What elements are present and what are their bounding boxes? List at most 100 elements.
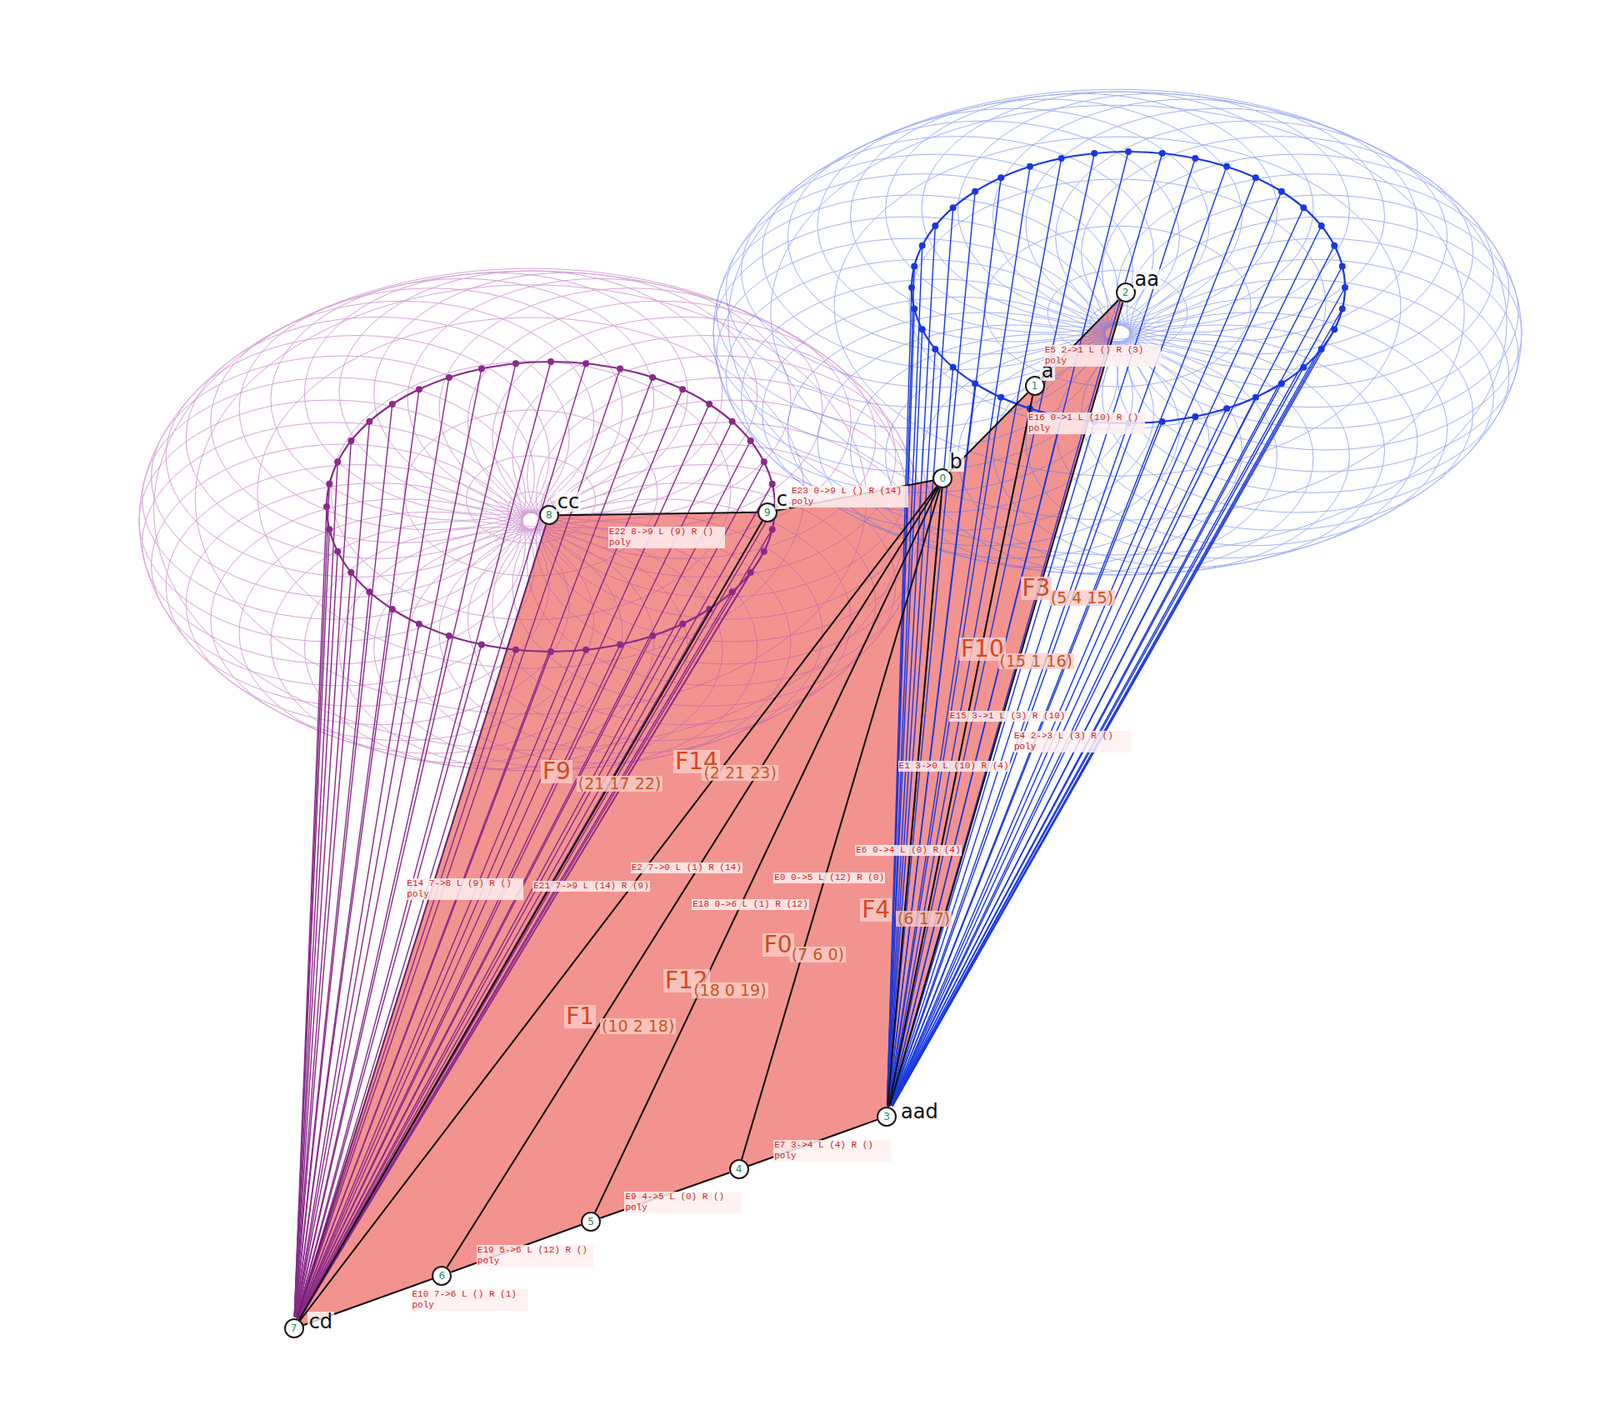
fan-line (891, 416, 1196, 1106)
face-indices: (5 4 15) (1049, 590, 1115, 606)
red-polygon (294, 292, 1126, 1329)
fan-line (889, 153, 1095, 1105)
vertex-circle: 9c (757, 502, 778, 523)
face-name: F4 (860, 898, 892, 922)
edge-label: E14 7->8 L (9) R () poly (405, 878, 524, 900)
ring-ellipse (911, 151, 1345, 424)
vertex-number: 0 (940, 473, 947, 484)
torus-parallel (195, 285, 866, 715)
torus-parallel (1047, 270, 1188, 355)
fan-line (892, 349, 1322, 1106)
fan-line (298, 377, 654, 1318)
vertex-number: 4 (735, 1164, 743, 1175)
vertex-circle: 6 (431, 1265, 452, 1286)
fan-line (890, 423, 1129, 1105)
fan-line (892, 329, 1335, 1106)
torus-meridian (1025, 108, 1418, 342)
face-indices: (21 17 22) (576, 775, 663, 792)
fan-line (890, 177, 1256, 1105)
edge-label: E5 2->1 L () R (3) poly (1044, 345, 1162, 367)
vertex-number: 7 (290, 1323, 298, 1334)
fan-line (891, 245, 1335, 1107)
vertex-number: 1 (1031, 380, 1039, 391)
torus-meridian (993, 334, 1385, 568)
vertex-number: 5 (587, 1216, 595, 1227)
fan-line (297, 363, 586, 1318)
torus-meridian (725, 259, 1118, 493)
edge-label: E15 3->1 L (3) R (10) (949, 710, 1067, 722)
edge-label: E10 7->6 L () R (1) poly (410, 1289, 529, 1311)
edge-label: E9 4->5 L (0) R () poly (624, 1191, 742, 1214)
torus-meridian (1117, 174, 1510, 408)
edge-line (777, 480, 934, 511)
torus-parallel (139, 270, 923, 771)
fan-line (299, 461, 765, 1319)
face-name: F3 (1020, 576, 1053, 600)
edge-line (296, 525, 546, 1320)
vertex-circle: 7cd (284, 1318, 305, 1339)
blue-torus (713, 89, 1522, 575)
purple-fan (294, 358, 779, 1319)
vertex-name: cc (555, 491, 581, 512)
vertex-circle: 4 (729, 1159, 750, 1180)
face-indices: (7 6 0) (790, 946, 846, 963)
fan-line (300, 529, 773, 1319)
edge-label: E0 0->5 L (12) R (0) (773, 872, 885, 884)
torus-meridian (374, 272, 758, 515)
edge-label: E1 3->0 L (10) R (4) (898, 760, 1010, 772)
torus-meridian (492, 483, 876, 725)
edge-line (888, 395, 1033, 1107)
torus-meridian (817, 325, 1210, 559)
vertex-name: aad (899, 1101, 940, 1122)
face-name: F9 (540, 760, 573, 784)
purple-torus (139, 268, 923, 771)
blue-fan (887, 148, 1349, 1106)
face-indices: (10 2 18) (600, 1018, 676, 1035)
fan-line (294, 551, 338, 1318)
fan-line (296, 363, 516, 1318)
fan-line (892, 287, 1345, 1106)
torus-meridian (239, 288, 623, 530)
face-indices: (2 21 23) (701, 765, 778, 781)
torus-meridian (407, 278, 791, 520)
ring-ellipse (326, 361, 775, 652)
edge-label: E22 8->9 L (9) R () poly (608, 526, 726, 549)
edge-line (741, 488, 940, 1160)
vertex-number: 2 (1122, 287, 1130, 298)
edge-label: E23 0->9 L () R (14) poly (790, 485, 909, 508)
vertex-circle: 3aad (876, 1106, 897, 1127)
vertex-name: aa (1133, 269, 1161, 290)
vertex-name: cd (307, 1311, 335, 1332)
torus-meridian (885, 340, 1278, 574)
torus-meridian (304, 272, 688, 515)
torus-parallel (909, 179, 1326, 430)
edge-label: E4 2->3 L (3) R () poly (1013, 730, 1131, 753)
edge-label: E2 7->0 L (1) R (14) (630, 862, 743, 874)
fan-line (889, 158, 1062, 1105)
fan-line (295, 389, 420, 1317)
vertex-circle: 8cc (539, 505, 560, 525)
vertex-number: 3 (883, 1111, 890, 1122)
fan-line (296, 361, 551, 1318)
fan-line (892, 367, 1304, 1107)
fan-line (299, 440, 751, 1319)
face-indices: (18 0 19) (691, 982, 768, 999)
vertex-circle: 2aa (1115, 282, 1136, 303)
fan-line (889, 151, 1129, 1105)
face-indices: (15 1 16) (998, 653, 1075, 670)
torus-meridian (527, 355, 911, 598)
torus-meridian (787, 312, 1180, 546)
vertex-number: 9 (764, 507, 771, 518)
torus-parallel (466, 455, 596, 544)
torus-meridian (957, 93, 1350, 327)
edge-line (299, 520, 763, 1320)
edge-label: E18 0->6 L (1) R (12) (691, 899, 810, 910)
vertex-name: b (947, 451, 964, 472)
torus-meridian (165, 335, 550, 578)
fan-line (297, 369, 620, 1319)
fan-line (300, 572, 751, 1319)
torus-meridian (535, 377, 920, 620)
